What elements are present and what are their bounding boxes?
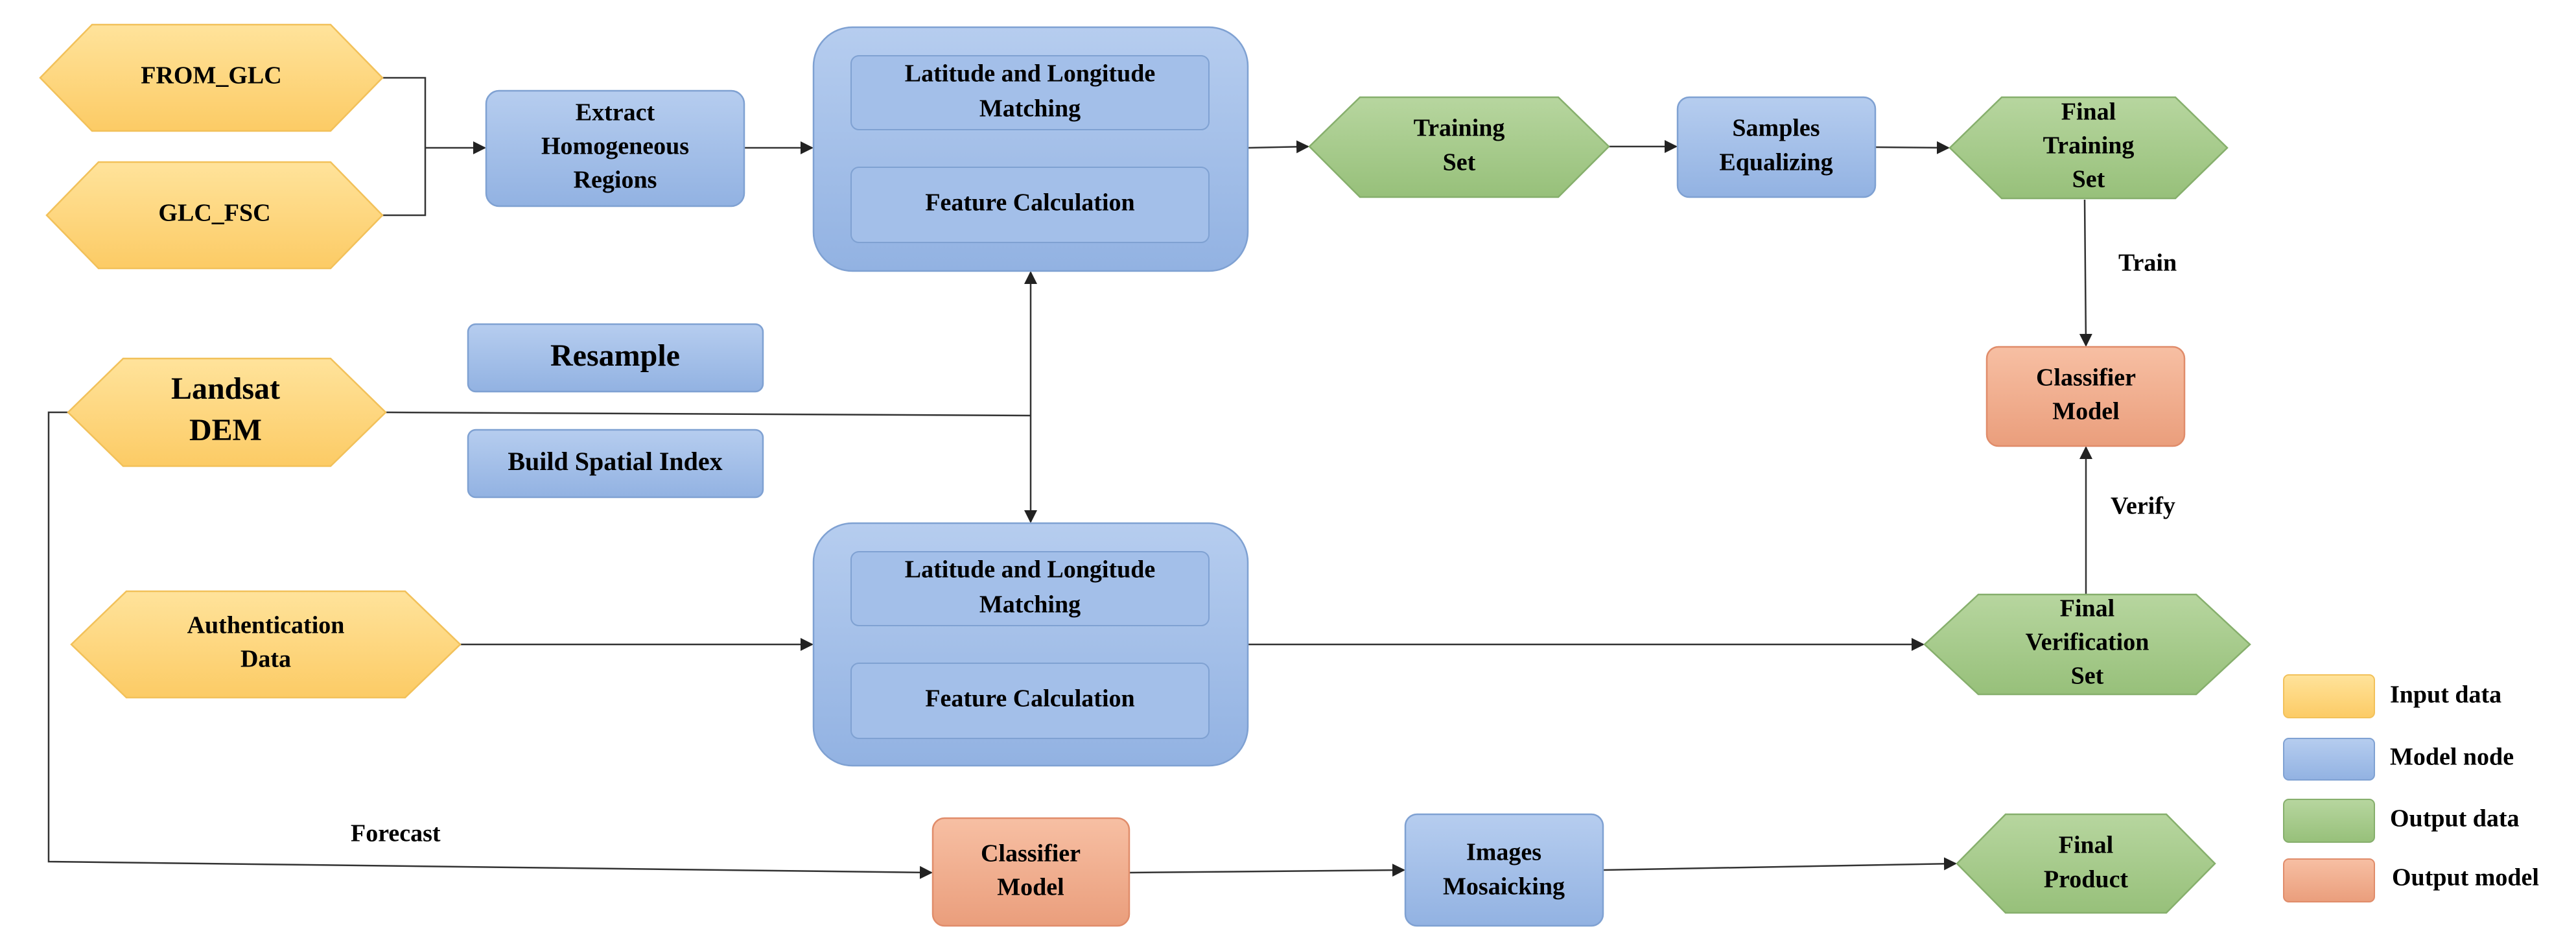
authentication-data-node: Authentication Data xyxy=(70,590,462,699)
legend-output-data: Output data xyxy=(2283,799,2520,843)
glc-fsc-label: GLC_FSC xyxy=(158,200,270,227)
images-mosaicking-node: Images Mosaicking xyxy=(1404,813,1604,927)
edge-samples-to-final-training xyxy=(1875,141,1950,154)
final-product-node: Final Product xyxy=(1956,813,2216,914)
final-verification-set-node: Final Verification Set xyxy=(1923,593,2251,696)
resample-node: Resample xyxy=(467,323,764,393)
bottom-latlon-label-1: Latitude and Longitude xyxy=(905,556,1155,583)
final-verification-label-1: Final xyxy=(2060,595,2114,622)
training-set-label-1: Training xyxy=(1414,115,1505,142)
bottom-latlon-label-2: Matching xyxy=(979,591,1081,618)
samples-equalizing-node: Samples Equalizing xyxy=(1676,96,1877,198)
top-feature-box xyxy=(850,167,1210,243)
bottom-latlon-box xyxy=(850,551,1210,626)
edge-classifier-to-mosaicking xyxy=(1129,864,1405,877)
glc-fsc-node: GLC_FSC xyxy=(45,161,384,270)
mosaicking-label-2: Mosaicking xyxy=(1443,873,1565,901)
forecast-edge-label: Forecast xyxy=(351,820,441,847)
extract-label-2: Homogeneous xyxy=(541,133,689,160)
verify-edge-label: Verify xyxy=(2111,493,2175,520)
classifier-bottom-label-2: Model xyxy=(997,874,1064,901)
extract-label-3: Regions xyxy=(574,167,657,194)
top-processing-group: Latitude and Longitude Matching Feature … xyxy=(812,26,1249,272)
top-feature-label: Feature Calculation xyxy=(925,189,1134,217)
final-training-label-3: Set xyxy=(2072,166,2105,193)
landsat-dem-node: Landsat DEM xyxy=(67,357,387,467)
training-set-node: Training Set xyxy=(1308,96,1610,198)
dem-label: DEM xyxy=(189,413,262,447)
extract-homogeneous-regions-node: Extract Homogeneous Regions xyxy=(485,89,745,207)
data-label: Data xyxy=(240,646,291,673)
legend: Input data Model node Output data Output… xyxy=(2283,674,2539,902)
from-glc-label: FROM_GLC xyxy=(141,62,281,89)
samples-label-2: Equalizing xyxy=(1719,149,1832,176)
final-product-label-2: Product xyxy=(2044,866,2129,893)
classifier-bottom-label-1: Classifier xyxy=(981,840,1081,867)
legend-output-model-label: Output model xyxy=(2392,864,2539,891)
legend-output-label: Output data xyxy=(2390,805,2520,832)
legend-input-label: Input data xyxy=(2390,681,2501,709)
classifier-top-label-1: Classifier xyxy=(2036,364,2136,392)
edge-landsat-forecast xyxy=(47,411,933,879)
final-product-label-1: Final xyxy=(2059,832,2113,859)
legend-model-label: Model node xyxy=(2390,744,2514,771)
bottom-feature-label: Feature Calculation xyxy=(925,685,1134,712)
from-glc-node: FROM_GLC xyxy=(39,23,384,132)
edge-landsat-to-center xyxy=(385,411,1031,417)
final-training-label-2: Training xyxy=(2043,132,2135,159)
extract-label-1: Extract xyxy=(576,99,655,126)
connectors xyxy=(47,77,2092,879)
mosaicking-label-1: Images xyxy=(1466,839,1541,866)
classifier-model-bottom-node: Classifier Model xyxy=(931,817,1130,927)
top-latlon-label-2: Matching xyxy=(979,95,1081,123)
edge-from-glc-merge xyxy=(382,77,427,217)
bottom-feature-box xyxy=(850,663,1210,739)
edge-final-training-to-classifier xyxy=(2079,199,2092,347)
classifier-top-label-2: Model xyxy=(2052,398,2119,425)
classifier-model-top-node: Classifier Model xyxy=(1985,346,2186,447)
edge-mosaicking-to-final-product xyxy=(1603,857,1957,871)
build-spatial-index-node: Build Spatial Index xyxy=(467,429,764,499)
samples-label-1: Samples xyxy=(1732,115,1820,142)
build-spatial-index-label: Build Spatial Index xyxy=(508,447,722,476)
edge-top-group-to-training-set xyxy=(1248,140,1309,154)
final-verification-label-3: Set xyxy=(2071,663,2104,690)
legend-model-node: Model node xyxy=(2283,738,2514,781)
final-training-set-node: Final Training Set xyxy=(1949,96,2229,200)
top-latlon-box xyxy=(850,55,1210,130)
landsat-label: Landsat xyxy=(171,371,280,406)
authentication-label: Authentication xyxy=(187,612,345,639)
resample-label: Resample xyxy=(550,338,680,373)
top-latlon-label-1: Latitude and Longitude xyxy=(905,60,1155,88)
legend-output-model: Output model xyxy=(2283,858,2539,902)
final-training-label-1: Final xyxy=(2061,99,2116,126)
final-verification-label-2: Verification xyxy=(2026,629,2149,656)
legend-input-data: Input data xyxy=(2283,674,2501,718)
bottom-processing-group: Latitude and Longitude Matching Feature … xyxy=(812,522,1249,767)
train-edge-label: Train xyxy=(2118,250,2177,277)
training-set-label-2: Set xyxy=(1443,149,1476,176)
